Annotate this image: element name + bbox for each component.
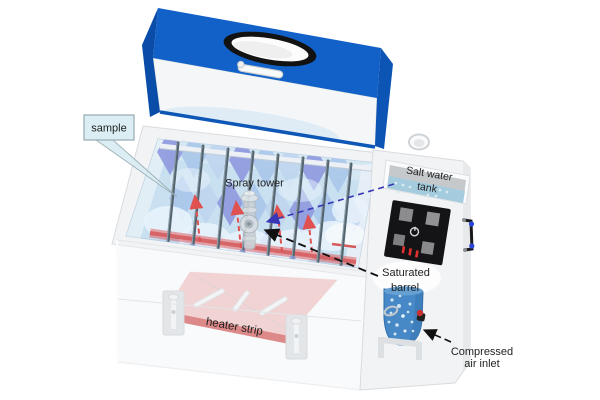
front-left-edge — [116, 239, 119, 363]
leveling-foot-right — [285, 314, 308, 360]
heater-strip-bar — [164, 311, 289, 344]
tank-water — [387, 176, 465, 203]
barrel-housing-top — [373, 261, 441, 295]
interior-left-wall — [126, 139, 171, 239]
svg-text:tank: tank — [416, 180, 438, 195]
top-ring — [408, 133, 430, 151]
lid — [142, 8, 393, 149]
barrel-valve — [416, 309, 426, 322]
barrel-bubbles — [387, 294, 415, 336]
control-unit-side — [463, 161, 470, 371]
salt-water-tank — [382, 159, 471, 205]
indicator-lights — [401, 246, 419, 258]
heater-rods — [193, 288, 288, 316]
compressed-air-arrow — [422, 329, 452, 343]
power-icon — [409, 226, 420, 237]
sample-label-box — [83, 114, 135, 141]
sample-label: sample — [83, 114, 178, 198]
compressed-air-label: Compressed air inlet — [451, 346, 513, 370]
svg-text:barrel: barrel — [391, 282, 419, 294]
barrel-ring — [383, 305, 399, 317]
chamber-front-wall — [116, 239, 371, 391]
tray-frame-line — [199, 277, 289, 331]
panel-buttons — [392, 207, 441, 255]
lid-handle — [237, 60, 284, 79]
hanger-rail-edge — [159, 148, 375, 172]
barrel-stand — [378, 337, 422, 360]
lid-opening-oval — [223, 31, 317, 67]
side-pipe — [462, 218, 475, 252]
saturated-barrel — [383, 286, 426, 346]
tank-bubbles — [394, 181, 449, 198]
svg-text:Compressed: Compressed — [451, 346, 513, 358]
spray-tower — [239, 190, 259, 250]
control-unit — [359, 133, 475, 391]
heater-assembly — [162, 271, 339, 360]
spray-tower-label: Spray tower — [225, 178, 284, 190]
saturated-barrel-label: Saturated barrel — [382, 267, 430, 294]
front-seam — [117, 298, 362, 322]
saturated-air-flow-arrow — [263, 228, 379, 277]
hanger-rail — [159, 143, 375, 172]
lid-left-face — [142, 8, 160, 117]
salt-water-flow-arrow — [265, 183, 395, 225]
lid-right-face — [375, 48, 393, 149]
svg-text:Saturated: Saturated — [382, 267, 430, 279]
sample-label-text: sample — [91, 123, 126, 135]
lid-bottom-frame — [159, 110, 376, 149]
leveling-foot-left — [162, 290, 185, 336]
control-panel — [384, 200, 451, 266]
svg-text:air inlet: air inlet — [464, 358, 499, 370]
